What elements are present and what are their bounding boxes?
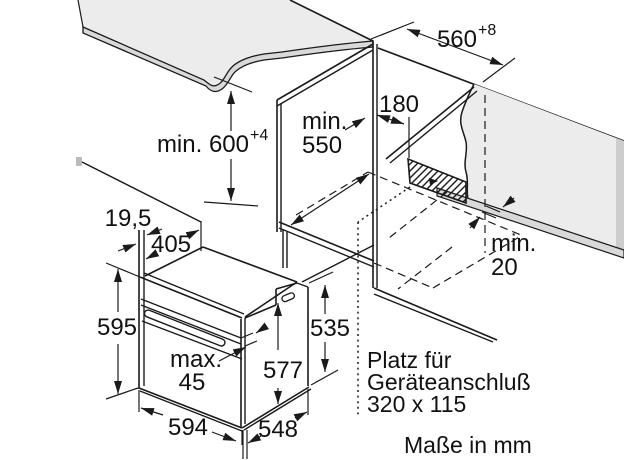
oven <box>138 230 312 432</box>
front-top-edge <box>139 276 243 319</box>
projection-right <box>301 244 375 283</box>
side-top-edge <box>244 304 277 319</box>
front-top-edge-inner <box>143 272 245 315</box>
connection-note-line-3: 320 x 115 <box>367 391 466 417</box>
wall-top-edge <box>385 86 475 160</box>
side-grip-slot <box>281 292 296 303</box>
dim-body-height: 577 <box>263 303 303 404</box>
projection-lines <box>76 157 375 283</box>
top-rear-edge <box>202 246 298 283</box>
front-height-label: 595 <box>97 314 137 341</box>
control-panel-line-a <box>140 298 242 339</box>
top-left-edge <box>144 246 204 277</box>
dim-front-height: 595 <box>97 262 141 400</box>
door-handle <box>143 309 226 347</box>
connection-note: Platz für Geräteanschluß 320 x 115 <box>367 347 531 417</box>
wall-bottom-projection-b <box>397 246 453 290</box>
right-niche <box>385 83 624 259</box>
floor-front-edge-hidden <box>373 262 434 289</box>
niche-height-label: min. 600 <box>157 131 249 158</box>
base-front-edge-inner <box>373 293 494 343</box>
door-top-line <box>141 320 243 360</box>
top-depth-label: 405 <box>151 231 191 258</box>
rear-wall-edge-strip <box>616 138 624 250</box>
connection-note-line-2: Geräteanschluß <box>367 369 531 395</box>
countertop-left-cut <box>77 0 84 28</box>
wall-top-edge-inner <box>389 90 478 164</box>
side-rear-top-link <box>296 282 309 288</box>
units-note: Maße in mm <box>404 432 532 458</box>
top-right-edge <box>244 281 298 318</box>
niche-width-sup: +8 <box>478 22 496 39</box>
front-bottom-edge-inner <box>139 390 243 432</box>
handle-depth-label-2: 45 <box>179 369 206 396</box>
countertop-surface <box>78 0 373 86</box>
dim-top-depth: 405 <box>145 221 202 260</box>
niche-depth-label-1: min. <box>302 108 347 135</box>
rear-wall-break-line <box>459 83 475 200</box>
dim-rear-gap: min. 20 <box>468 195 536 281</box>
niche-top-front-edge-inner <box>276 49 374 107</box>
wall-bottom-projection-a <box>388 191 448 239</box>
niche-height-sup: +4 <box>250 127 268 144</box>
niche-top-front-edge <box>276 43 374 101</box>
niche-depth-label-2: 550 <box>302 132 342 159</box>
dim-front-width: 594 <box>138 390 243 445</box>
side-bottom-edge-inner <box>243 388 312 431</box>
dim-frame-depth: 19,5 <box>105 205 163 253</box>
connection-point-mark <box>429 178 438 185</box>
rear-height-label: 535 <box>310 315 350 342</box>
control-panel-line-b <box>140 304 242 345</box>
connection-note-line-1: Platz für <box>367 347 452 373</box>
floor-rear-edge-hidden <box>367 171 522 236</box>
projection-left <box>81 161 202 223</box>
countertop <box>77 0 374 93</box>
dim-niche-height: min. 600 +4 <box>157 76 268 207</box>
frame-depth-label: 19,5 <box>105 205 152 232</box>
dim-handle-depth: max. 45 <box>170 322 270 396</box>
rear-wall-surface <box>460 84 624 250</box>
handle-depth-label-1: max. <box>170 346 222 373</box>
rear-gap-label-2: 20 <box>491 254 518 281</box>
floor-depth-edge-hidden <box>295 171 369 216</box>
front-bottom-edge <box>138 387 243 429</box>
dim-body-depth: 548 <box>242 389 309 459</box>
leader-diagonal <box>357 186 411 223</box>
body-depth-label: 548 <box>258 416 298 443</box>
dim-niche-depth: min. 550 <box>290 108 370 226</box>
side-bottom-edge <box>241 386 310 429</box>
dim-rear-height: 535 <box>308 271 350 386</box>
break-chip <box>76 157 82 166</box>
dim-niche-width: 560 +8 <box>370 21 516 83</box>
floor-right-edge-hidden <box>432 235 522 289</box>
niche-width-label: 560 <box>437 26 477 53</box>
side-notch-top <box>275 282 298 290</box>
niche-floor-front-edge-inner <box>278 227 375 268</box>
connection-offset-label: 180 <box>379 91 419 118</box>
dim-connection-offset: 180 <box>376 91 419 158</box>
rear-gap-label-1: min. <box>491 230 536 257</box>
body-height-label: 577 <box>263 357 303 384</box>
countertop-rear-edge <box>289 0 374 42</box>
niche-floor-front-edge <box>278 221 375 262</box>
base-front-edge <box>373 287 498 341</box>
front-width-label: 594 <box>168 414 208 441</box>
